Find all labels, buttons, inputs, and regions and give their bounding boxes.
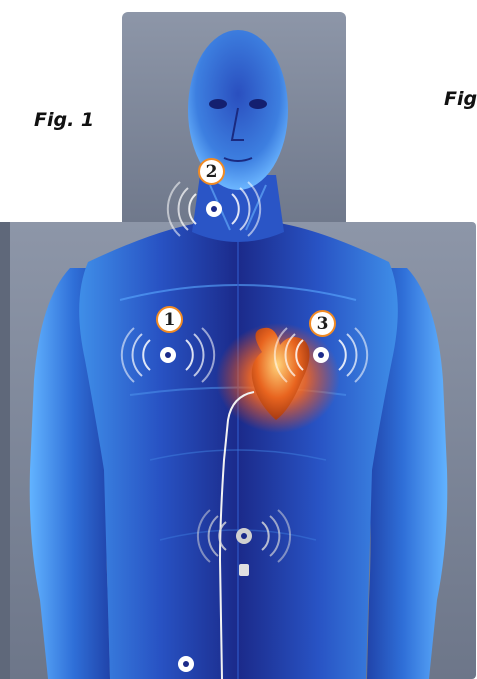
sensor-badge-left-chest: 3 xyxy=(309,310,336,337)
figure-label-right: Fig xyxy=(444,88,477,110)
sensor-badge-neck: 2 xyxy=(198,158,225,185)
sensor-lower-icon xyxy=(178,656,194,672)
sensor-badge-right-chest: 1 xyxy=(156,306,183,333)
torso xyxy=(79,222,398,679)
figure-label-left: Fig. 1 xyxy=(34,109,94,131)
